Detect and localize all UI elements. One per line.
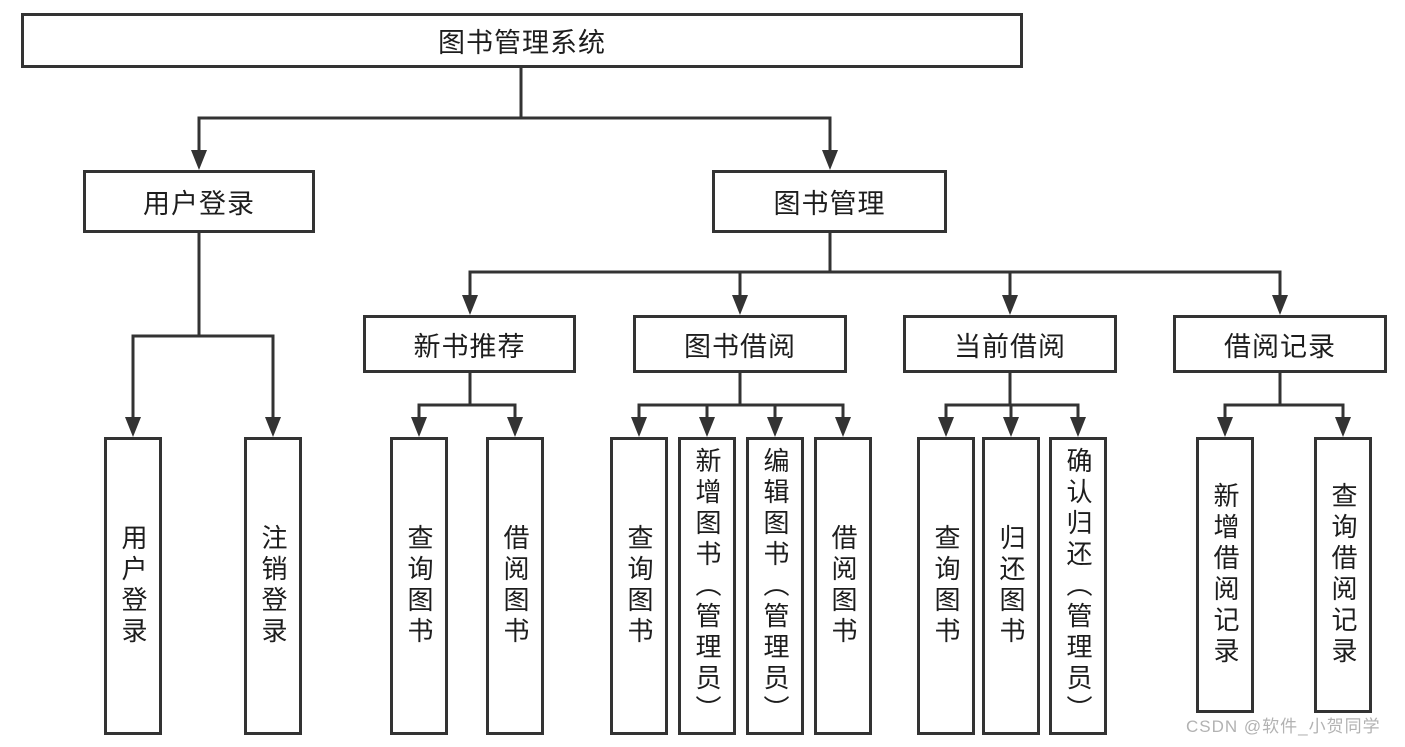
- arrowhead-icon: [411, 417, 427, 437]
- arrowhead-icon: [938, 417, 954, 437]
- arrowhead-icon: [1003, 417, 1019, 437]
- leaf-add-borrow-record: 新增借阅记录: [1196, 437, 1254, 713]
- leaf-borrow-books-recommend: 借阅图书: [486, 437, 544, 735]
- leaf-add-books-admin: 新增图书（管理员）: [678, 437, 736, 735]
- leaf-edit-books-admin: 编辑图书（管理员）: [746, 437, 804, 735]
- arrowhead-icon: [822, 150, 838, 170]
- node-book-management-label: 图书管理: [773, 189, 886, 219]
- node-user-login-label: 用户登录: [143, 189, 255, 219]
- leaf-query-books-current: 查询图书: [917, 437, 975, 735]
- arrowhead-icon: [1335, 417, 1351, 437]
- leaf-user-login-label: 用户登录: [118, 524, 148, 648]
- arrowhead-icon: [835, 417, 851, 437]
- leaf-borrow-books-recommend-label: 借阅图书: [500, 524, 530, 648]
- arrowhead-icon: [265, 417, 281, 437]
- node-book-borrow: 图书借阅: [633, 315, 847, 373]
- leaf-logout-label: 注销登录: [258, 524, 288, 648]
- leaf-logout: 注销登录: [244, 437, 302, 735]
- leaf-query-borrow-record: 查询借阅记录: [1314, 437, 1372, 713]
- node-new-book-recommend-label: 新书推荐: [413, 331, 526, 362]
- leaf-confirm-return-admin-label: 确认归还（管理员）: [1063, 446, 1093, 726]
- leaf-add-borrow-record-label: 新增借阅记录: [1210, 482, 1240, 668]
- leaf-borrow-books: 借阅图书: [814, 437, 872, 735]
- node-user-login: 用户登录: [83, 170, 315, 233]
- node-borrow-record-label: 借阅记录: [1224, 331, 1336, 362]
- arrowhead-icon: [1002, 295, 1018, 315]
- leaf-add-books-admin-label: 新增图书（管理员）: [692, 446, 722, 726]
- node-book-borrow-label: 图书借阅: [684, 331, 796, 362]
- leaf-confirm-return-admin: 确认归还（管理员）: [1049, 437, 1107, 735]
- leaf-edit-books-admin-label: 编辑图书（管理员）: [760, 446, 790, 726]
- arrowhead-icon: [507, 417, 523, 437]
- node-library-system: 图书管理系统: [21, 13, 1023, 68]
- node-current-borrow: 当前借阅: [903, 315, 1117, 373]
- connector-borrow-record-to-children: [1217, 371, 1351, 437]
- arrowhead-icon: [1272, 295, 1288, 315]
- arrowhead-icon: [191, 150, 207, 170]
- leaf-query-books-current-label: 查询图书: [931, 524, 961, 648]
- connector-book-mgmt-to-level3: [462, 230, 1288, 315]
- node-library-system-label: 图书管理系统: [438, 28, 606, 58]
- node-borrow-record: 借阅记录: [1173, 315, 1387, 373]
- node-book-management: 图书管理: [712, 170, 947, 233]
- leaf-query-borrow-record-label: 查询借阅记录: [1328, 482, 1358, 668]
- arrowhead-icon: [1217, 417, 1233, 437]
- arrowhead-icon: [125, 417, 141, 437]
- leaf-query-books-borrow-label: 查询图书: [624, 524, 654, 648]
- connector-current-borrow-to-children: [938, 371, 1086, 437]
- leaf-borrow-books-label: 借阅图书: [828, 524, 858, 648]
- connector-user-login-to-children: [125, 231, 281, 437]
- leaf-query-books-recommend-label: 查询图书: [404, 524, 434, 648]
- connector-new-book-to-children: [411, 371, 523, 437]
- arrowhead-icon: [767, 417, 783, 437]
- leaf-return-books-label: 归还图书: [996, 524, 1026, 648]
- arrowhead-icon: [1070, 417, 1086, 437]
- csdn-watermark: CSDN @软件_小贺同学: [1186, 717, 1381, 736]
- node-current-borrow-label: 当前借阅: [954, 331, 1066, 362]
- leaf-query-books-borrow: 查询图书: [610, 437, 668, 735]
- leaf-return-books: 归还图书: [982, 437, 1040, 735]
- arrowhead-icon: [462, 295, 478, 315]
- arrowhead-icon: [732, 295, 748, 315]
- node-new-book-recommend: 新书推荐: [363, 315, 576, 373]
- leaf-query-books-recommend: 查询图书: [390, 437, 448, 735]
- arrowhead-icon: [631, 417, 647, 437]
- connector-root-to-level2: [191, 66, 838, 170]
- connector-book-borrow-to-children: [631, 371, 851, 437]
- arrowhead-icon: [699, 417, 715, 437]
- leaf-user-login: 用户登录: [104, 437, 162, 735]
